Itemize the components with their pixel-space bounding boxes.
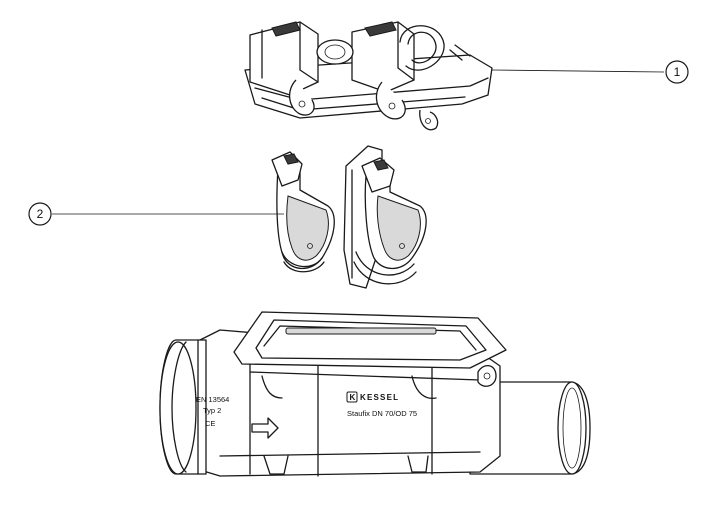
callout-1-number: 1: [674, 65, 681, 79]
standard-label: EN 13564: [196, 395, 229, 404]
brand-name: KESSEL: [360, 393, 399, 402]
backflow-valve-housing: EN 13564 Typ 2 CE K KESSEL Staufix DN 70…: [159, 311, 591, 477]
callout-2: 2: [28, 202, 284, 226]
type-label: Typ 2: [203, 406, 221, 415]
brand-badge: K: [350, 393, 356, 402]
callout-1: 1: [491, 60, 689, 84]
part-2-backflow-flaps: [271, 145, 427, 289]
ce-mark: CE: [205, 419, 215, 428]
part-1-valve-insert: [244, 21, 493, 131]
model-label: Staufix DN 70/OD 75: [347, 409, 417, 418]
callout-2-number: 2: [37, 207, 44, 221]
brand-logo: K KESSEL: [346, 391, 399, 403]
